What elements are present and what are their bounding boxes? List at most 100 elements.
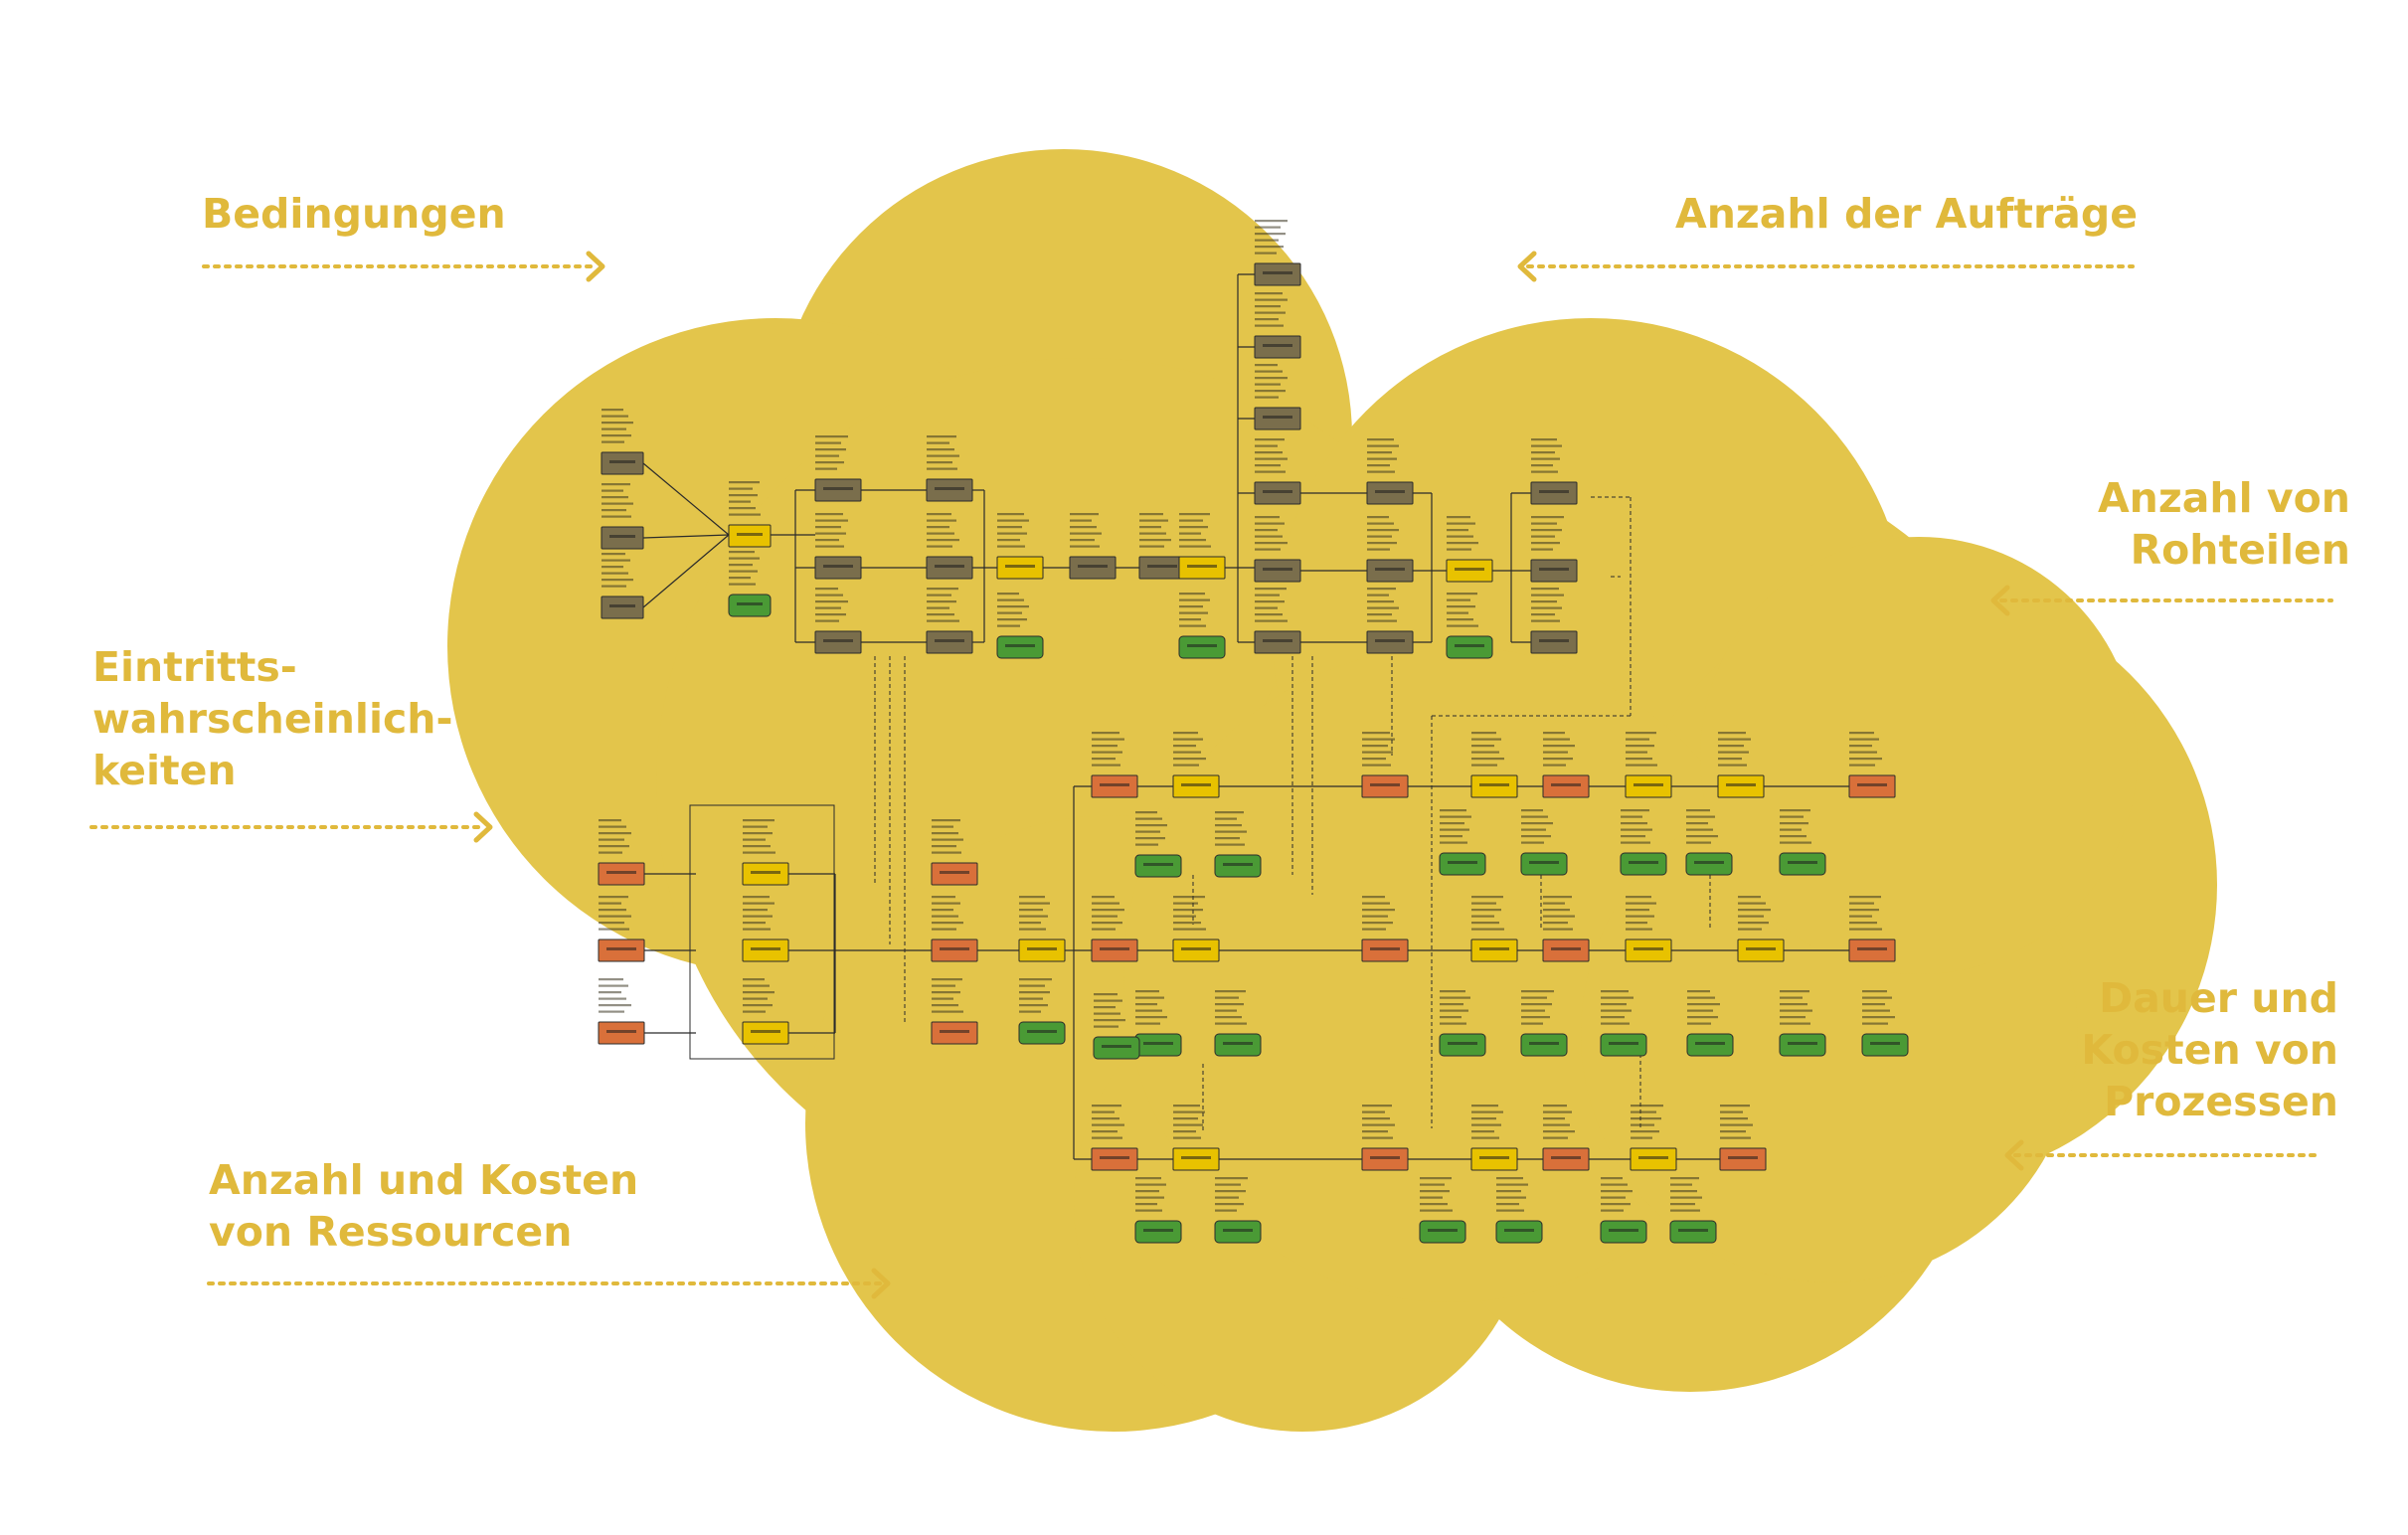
process-node <box>1172 732 1220 798</box>
label-arrows <box>89 251 2333 1299</box>
process-node <box>1069 513 1117 580</box>
process-node <box>814 588 862 654</box>
process-node <box>814 435 862 502</box>
process-node <box>1366 516 1414 583</box>
process-node <box>728 551 772 617</box>
process-node <box>1719 1105 1767 1171</box>
process-node <box>1178 513 1226 580</box>
process-node <box>1620 809 1667 876</box>
process-node <box>1093 993 1140 1060</box>
process-node <box>1134 990 1182 1057</box>
process-node <box>1446 516 1493 583</box>
process-node <box>1530 438 1578 505</box>
process-node <box>728 481 772 548</box>
process-node <box>601 483 644 550</box>
process-node <box>1520 809 1568 876</box>
process-node <box>926 513 973 580</box>
process-node <box>1214 990 1262 1057</box>
process-node <box>1172 1105 1220 1171</box>
process-node <box>1625 732 1672 798</box>
process-node <box>1091 896 1138 962</box>
process-node <box>926 588 973 654</box>
process-node <box>931 819 978 886</box>
process-node <box>1530 588 1578 654</box>
process-node <box>742 978 789 1045</box>
process-node <box>1470 732 1518 798</box>
process-node <box>1685 809 1733 876</box>
label-anzahl-kosten-ressourcen: Anzahl und Kosten von Ressourcen <box>209 1156 639 1256</box>
process-node <box>1669 1177 1717 1244</box>
label-anzahl-rohteile: Anzahl von Rohteilen <box>2097 474 2350 574</box>
label-anzahl-auftraege: Anzahl der Aufträge <box>1674 190 2138 238</box>
process-node <box>1172 896 1220 962</box>
process-node <box>996 593 1044 659</box>
process-node <box>1254 292 1301 359</box>
process-node <box>1848 896 1896 962</box>
process-node <box>1470 896 1518 962</box>
process-node <box>1178 593 1226 659</box>
process-node <box>1254 220 1301 286</box>
process-node <box>742 896 789 962</box>
process-node <box>1542 1105 1590 1171</box>
process-node <box>1091 1105 1138 1171</box>
dotted-arrow <box>1990 585 2333 616</box>
process-node <box>1495 1177 1543 1244</box>
process-node <box>1600 990 1647 1057</box>
process-node <box>926 435 973 502</box>
process-node <box>1361 732 1409 798</box>
process-node <box>1625 896 1672 962</box>
resource-links <box>874 496 1711 1133</box>
process-node <box>1630 1105 1677 1171</box>
process-node <box>1848 732 1896 798</box>
process-node <box>742 819 789 886</box>
dotted-arrow <box>202 251 605 282</box>
process-node <box>1737 896 1785 962</box>
process-node <box>1214 811 1262 878</box>
process-node <box>1686 990 1734 1057</box>
process-node <box>1446 593 1493 659</box>
process-node <box>1091 732 1138 798</box>
dotted-arrow <box>207 1268 891 1299</box>
process-node <box>1520 990 1568 1057</box>
label-dauer-kosten-prozesse: Dauer und Kosten von Prozessen <box>2081 974 2338 1125</box>
process-node <box>1018 978 1066 1045</box>
process-node <box>931 896 978 962</box>
dotted-arrow <box>89 811 493 843</box>
process-node <box>1134 1177 1182 1244</box>
process-node <box>1600 1177 1647 1244</box>
process-node <box>1366 588 1414 654</box>
process-node <box>1779 990 1826 1057</box>
process-node <box>601 409 644 475</box>
process-node <box>1214 1177 1262 1244</box>
process-node <box>1530 516 1578 583</box>
label-bedingungen: Bedingungen <box>202 190 506 238</box>
process-node <box>1361 896 1409 962</box>
process-node <box>1254 588 1301 654</box>
process-node <box>1717 732 1765 798</box>
dotted-arrow <box>1517 251 2135 282</box>
process-node <box>1542 732 1590 798</box>
process-node <box>598 978 645 1045</box>
dotted-arrow <box>2004 1139 2322 1171</box>
process-node <box>1254 364 1301 430</box>
process-nodes <box>598 220 1909 1244</box>
process-node <box>1134 811 1182 878</box>
process-node <box>1361 1105 1409 1171</box>
process-node <box>1254 516 1301 583</box>
process-node <box>1439 990 1486 1057</box>
process-node <box>601 553 644 619</box>
label-eintrittswahrscheinlichkeiten: Eintritts- wahrscheinlich- keiten <box>92 643 453 794</box>
process-node <box>1366 438 1414 505</box>
process-node <box>996 513 1044 580</box>
process-node <box>1470 1105 1518 1171</box>
process-node <box>1861 990 1909 1057</box>
process-node <box>1254 438 1301 505</box>
process-node <box>1542 896 1590 962</box>
process-node <box>1779 809 1826 876</box>
process-node <box>931 978 978 1045</box>
process-node <box>1439 809 1486 876</box>
process-node <box>598 819 645 886</box>
cloud-shape <box>447 149 2217 1432</box>
